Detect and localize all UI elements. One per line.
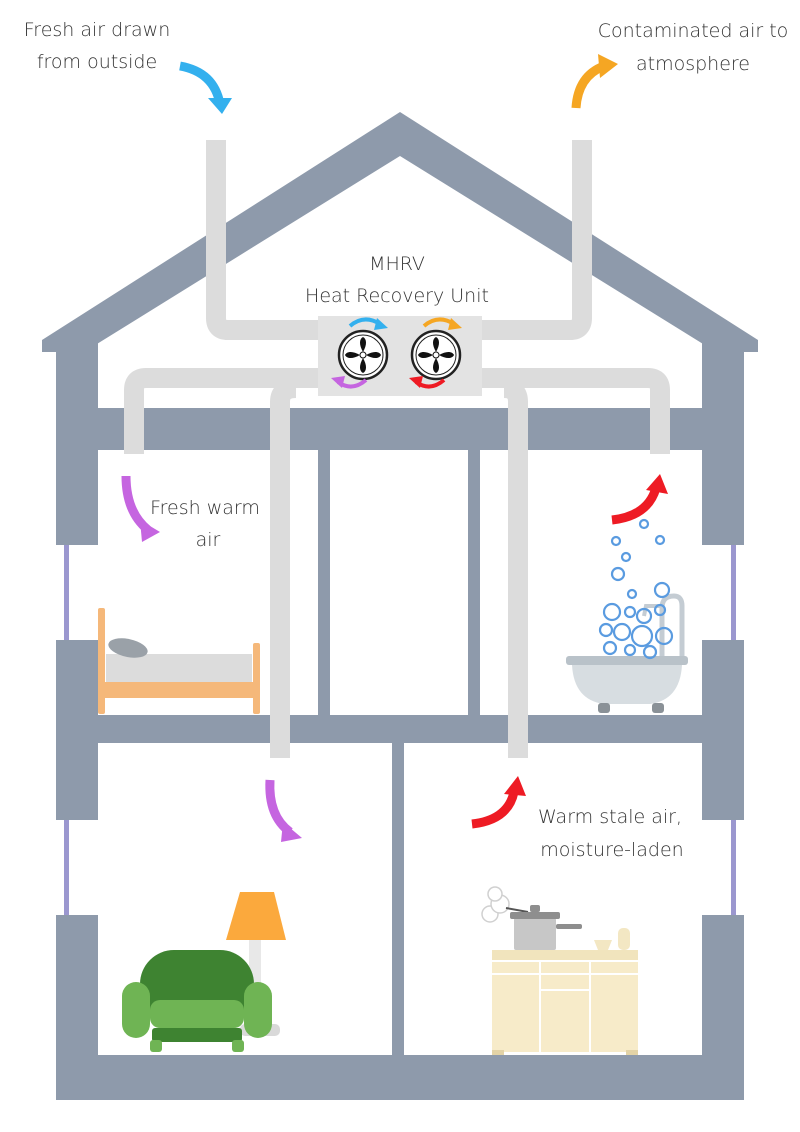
first-floor [56, 715, 744, 743]
stale-air-arrow-kitchen [471, 776, 526, 829]
supply-duct-bedroom [124, 368, 330, 454]
windows [64, 545, 736, 915]
exhaust-air-arrow [571, 54, 618, 109]
contaminated-air-label-line1: Contaminated air to [598, 20, 789, 42]
extract-duct-kitchen [503, 378, 528, 758]
fresh-air-arrow [179, 61, 232, 114]
fresh-air-label-line2: from outside [37, 51, 157, 73]
ductwork [124, 140, 670, 758]
interior-wall [318, 448, 330, 718]
exhaust-duct [470, 140, 592, 340]
mhrv-unit [318, 316, 482, 396]
small-fresh-arrow-head [374, 318, 388, 330]
small-warm-arrow-head [331, 376, 345, 388]
window [731, 545, 736, 640]
bed-icon [98, 608, 260, 714]
small-stale-arrow-head [409, 376, 423, 388]
stale-air-label-line2: moisture-laden [540, 839, 683, 861]
stale-air-arrow-bathroom [611, 474, 668, 525]
bathtub-icon [566, 593, 688, 713]
labels: Fresh air drawn from outside Contaminate… [24, 19, 789, 861]
fresh-air-label-line1: Fresh air drawn [24, 19, 170, 41]
contaminated-air-label-line2: atmosphere [636, 53, 750, 75]
ground-floor [56, 1055, 744, 1100]
kitchen-cabinet-icon [492, 928, 638, 1055]
interior-wall [468, 448, 480, 718]
window [731, 820, 736, 915]
supply-duct-living [270, 378, 297, 758]
warm-air-arrow-living [265, 779, 302, 842]
small-exhaust-arrow-head [448, 318, 462, 330]
fresh-warm-air-label-line2: air [196, 529, 221, 551]
fan-icon [410, 329, 462, 381]
fresh-warm-air-label-line1: Fresh warm [150, 497, 260, 519]
attic-floor [56, 408, 744, 450]
cooking-pot-icon [481, 886, 582, 950]
bubbles-icon [598, 518, 674, 660]
fan-icon [337, 329, 389, 381]
unit-subtitle: Heat Recovery Unit [305, 285, 489, 307]
house-structure [42, 112, 758, 1100]
extract-duct-bathroom [470, 368, 670, 454]
armchair-icon [122, 950, 272, 1052]
window [64, 545, 69, 640]
roof [42, 112, 758, 352]
unit-title: MHRV [369, 253, 425, 275]
fresh-intake-duct [206, 140, 330, 340]
window [64, 820, 69, 915]
stale-air-label-line1: Warm stale air, [538, 806, 682, 828]
warm-air-arrow-bedroom [121, 475, 160, 542]
interior-wall [392, 742, 404, 1057]
